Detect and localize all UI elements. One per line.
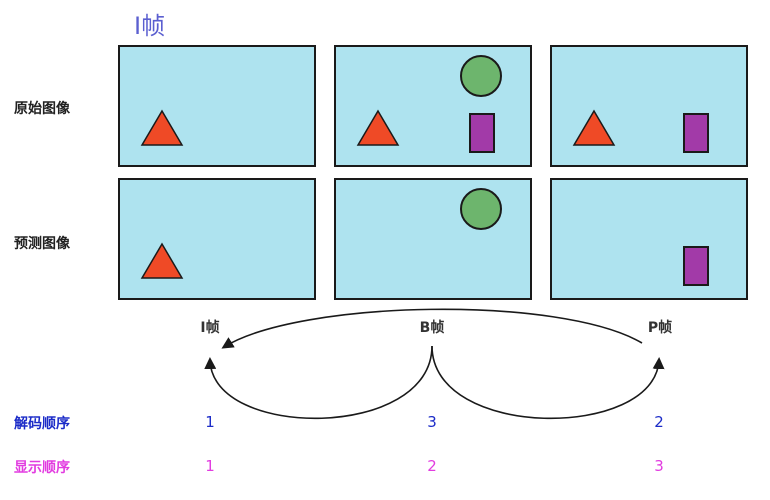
display-order-p: 3 bbox=[654, 457, 664, 475]
row-label-predicted: 预测图像 bbox=[14, 236, 70, 252]
circle-shape bbox=[460, 55, 502, 97]
triangle-shape bbox=[572, 109, 616, 146]
predicted-b-frame-panel bbox=[334, 178, 532, 300]
arrow-b-to-i bbox=[204, 345, 433, 420]
arrow-p-to-i bbox=[221, 308, 643, 349]
rectangle-shape bbox=[469, 113, 495, 153]
original-b-frame-panel bbox=[334, 45, 532, 167]
original-i-frame-panel bbox=[118, 45, 316, 167]
frame-label-p: P帧 bbox=[647, 320, 673, 336]
display-order-b: 2 bbox=[427, 457, 437, 475]
rectangle-shape bbox=[683, 113, 709, 153]
decode-order-i: 1 bbox=[205, 413, 215, 431]
rectangle-shape bbox=[683, 246, 709, 286]
frame-label-b: B帧 bbox=[419, 320, 445, 336]
circle-shape bbox=[460, 188, 502, 230]
original-p-frame-panel bbox=[550, 45, 748, 167]
decode-order-label: 解码顺序 bbox=[14, 416, 70, 432]
arrow-b-to-p bbox=[431, 345, 665, 420]
row-label-original: 原始图像 bbox=[14, 101, 70, 117]
display-order-i: 1 bbox=[205, 457, 215, 475]
predicted-i-frame-panel bbox=[118, 178, 316, 300]
triangle-shape bbox=[356, 109, 400, 146]
display-order-label: 显示顺序 bbox=[14, 460, 70, 476]
decode-order-b: 3 bbox=[427, 413, 437, 431]
decode-order-p: 2 bbox=[654, 413, 664, 431]
diagram-title: I帧 bbox=[134, 12, 166, 40]
predicted-p-frame-panel bbox=[550, 178, 748, 300]
frame-label-i: I帧 bbox=[200, 320, 220, 336]
triangle-shape bbox=[140, 242, 184, 279]
triangle-shape bbox=[140, 109, 184, 146]
